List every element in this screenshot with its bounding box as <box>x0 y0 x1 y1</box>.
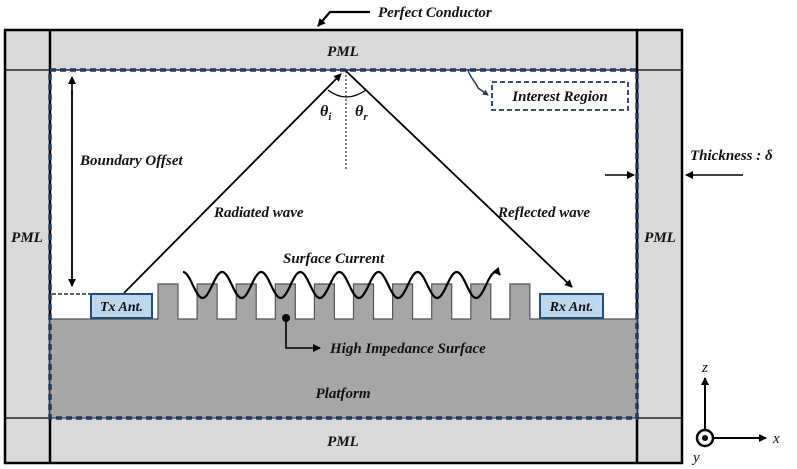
high-impedance-surface-label: High Impedance Surface <box>329 341 486 357</box>
incidence-angle-arc <box>327 89 367 98</box>
tx-antenna <box>90 293 153 319</box>
perfect-conductor-arrow <box>317 10 370 27</box>
hiz-callout-arrow <box>285 318 321 352</box>
pml-left-label: PML <box>11 230 43 246</box>
interest-region-pointer <box>467 69 489 96</box>
platform-label: Platform <box>316 386 371 402</box>
pml-right-label: PML <box>644 230 676 246</box>
y-axis-dot <box>702 435 708 441</box>
x-axis-label: x <box>772 431 780 447</box>
coordinate-axes: z x y <box>691 360 780 466</box>
theta-r-label: θr <box>355 103 368 123</box>
pml-bottom-label: PML <box>327 434 359 450</box>
interest-region-label: Interest Region <box>511 89 607 105</box>
surface-current-label: Surface Current <box>283 251 385 267</box>
interest-region-callout-box <box>491 81 629 111</box>
radiated-wave-label: Radiated wave <box>213 205 304 221</box>
thickness-label: Thickness : δ <box>690 148 773 164</box>
pml-top-label: PML <box>327 44 359 60</box>
rx-antenna-label: Rx Ant. <box>549 300 594 315</box>
tx-antenna-label: Tx Ant. <box>100 300 143 315</box>
reflected-wave-label: Reflected wave <box>497 205 590 221</box>
rx-antenna <box>539 293 604 319</box>
surface-current-wave <box>182 266 501 300</box>
platform <box>49 283 638 419</box>
z-axis-label: z <box>701 360 708 376</box>
interest-region-border <box>48 68 639 420</box>
theta-i-label: θi <box>320 103 332 123</box>
radiated-wave-ray <box>123 73 342 294</box>
reflected-wave-ray <box>345 70 573 288</box>
y-axis-label: y <box>691 450 700 466</box>
perfect-conductor-label: Perfect Conductor <box>378 5 492 21</box>
boundary-offset-label: Boundary Offset <box>79 153 183 169</box>
